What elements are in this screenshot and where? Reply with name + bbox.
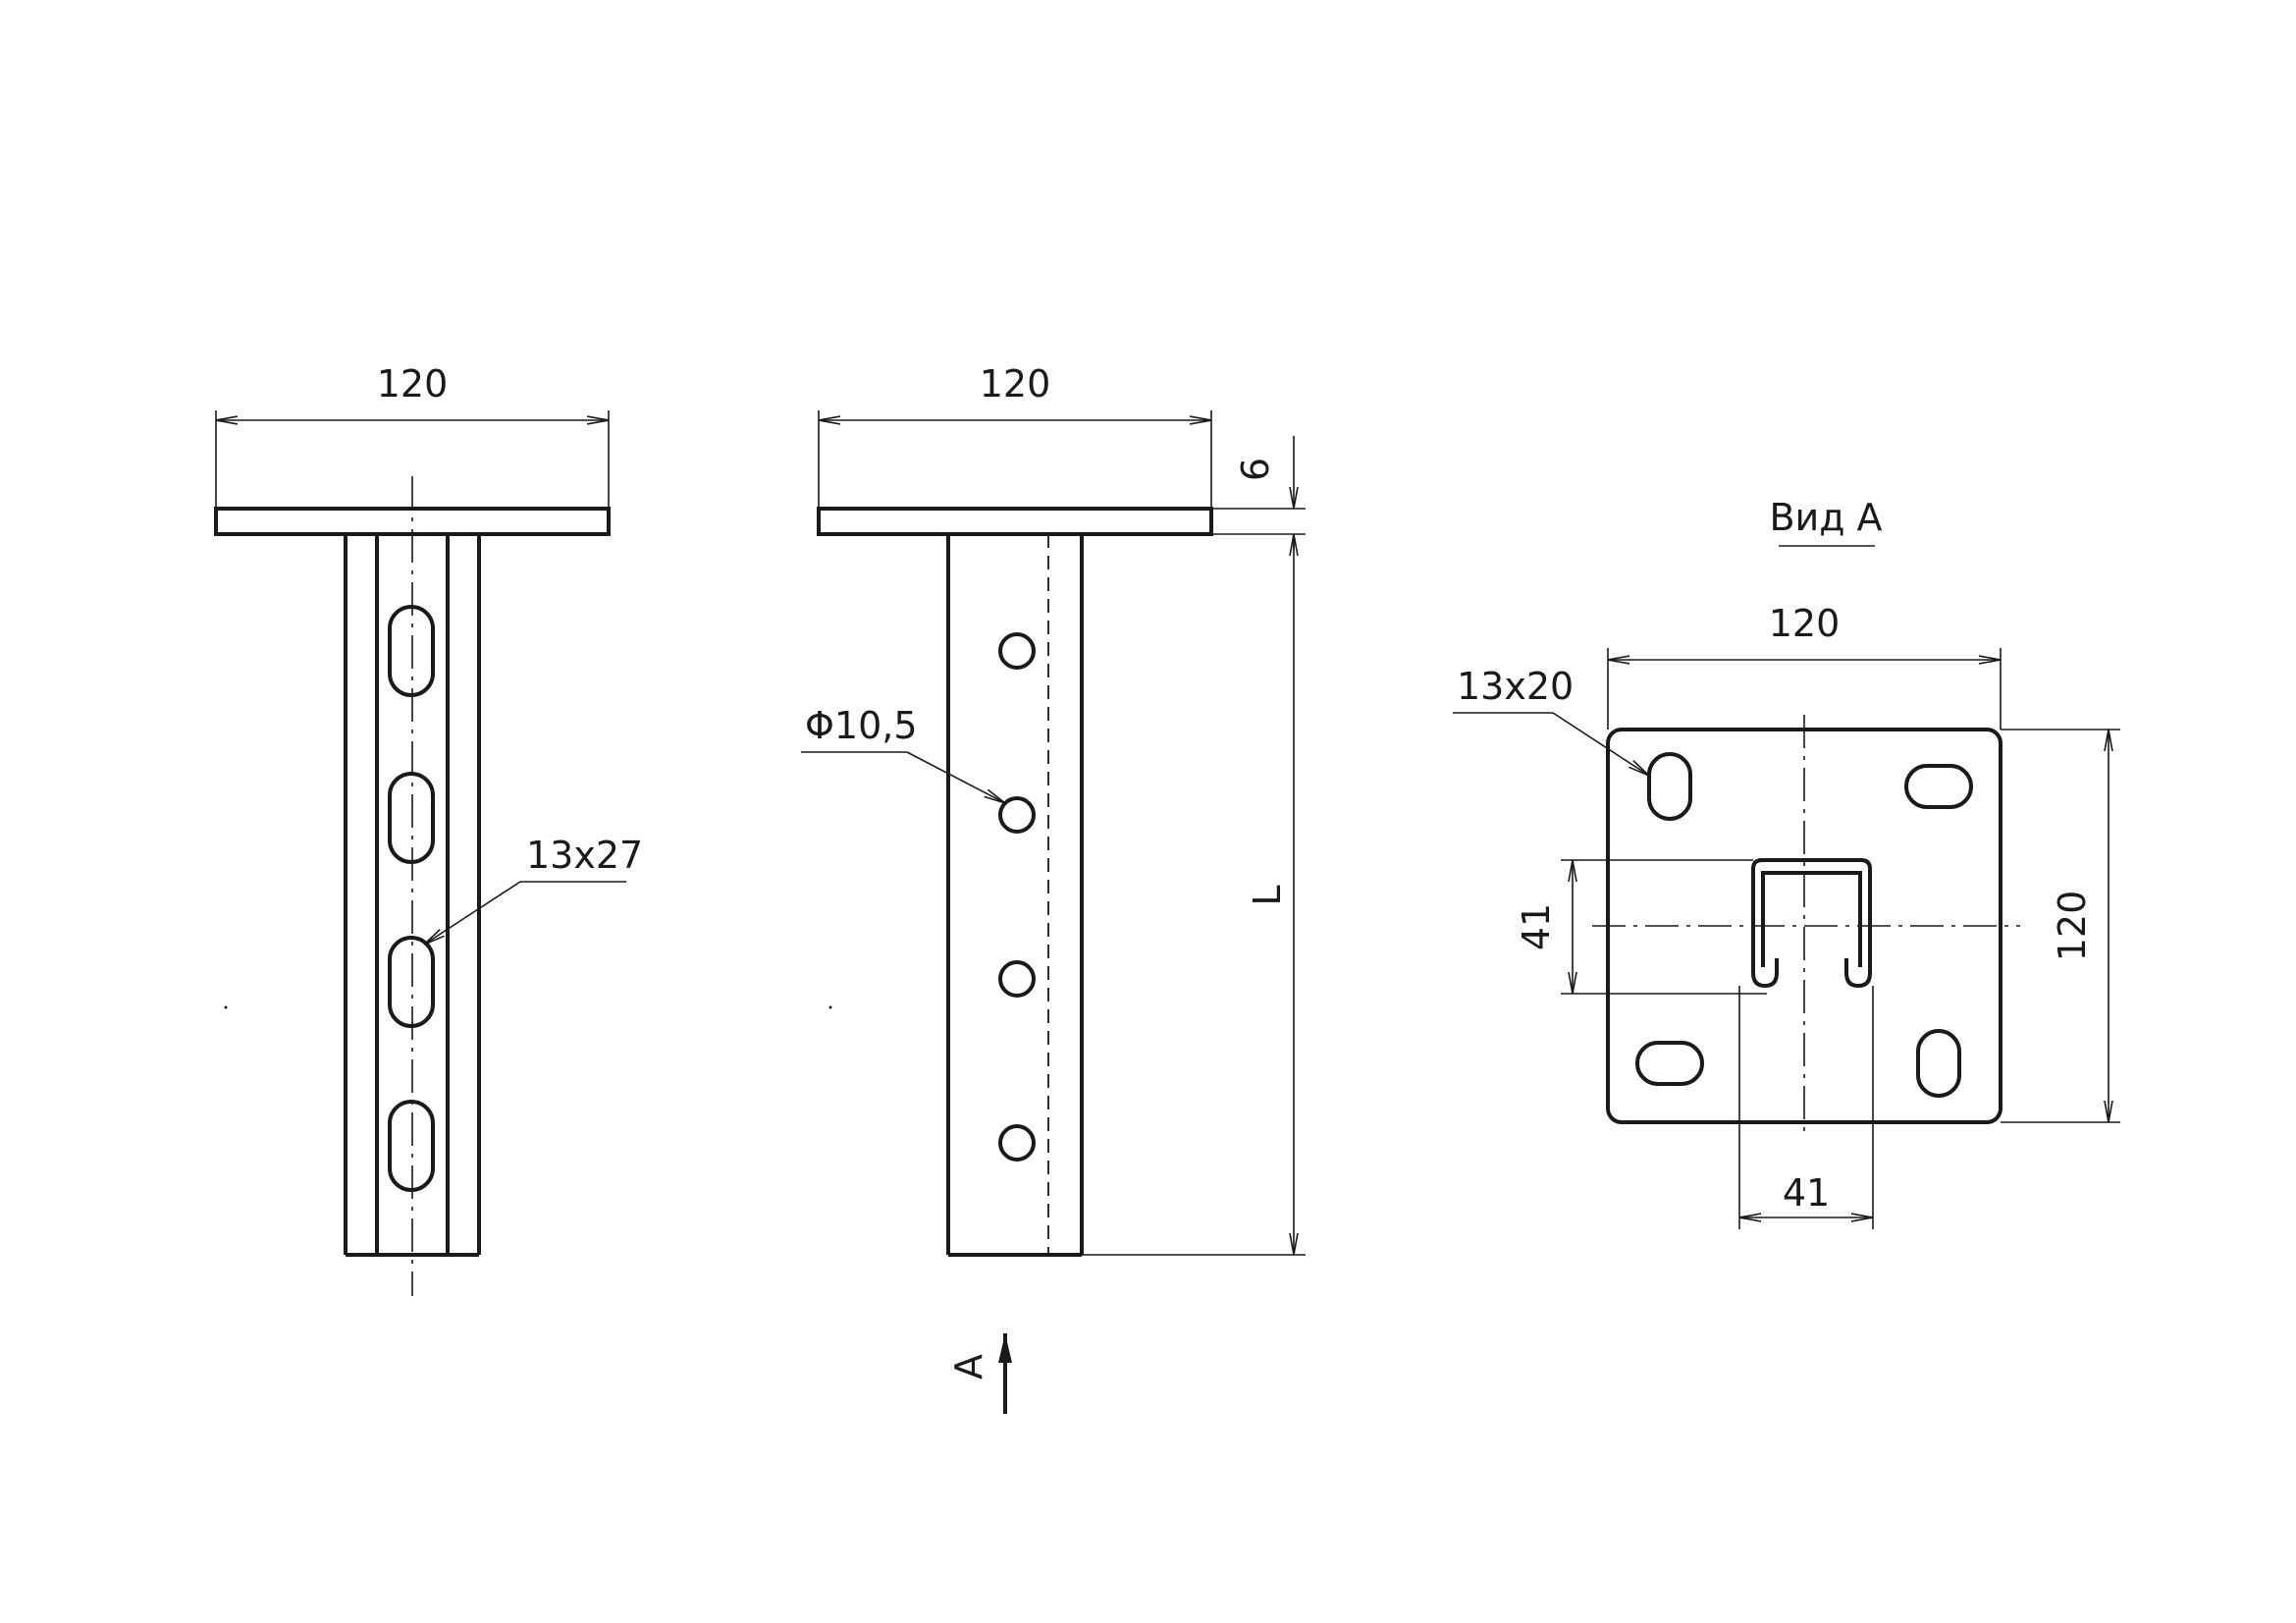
slot [1904,764,1973,809]
stray-dot [224,1005,228,1009]
side-channel [946,534,1084,1257]
side-view: 120 6 L Φ10,5 A [801,362,1306,1414]
profile-width-label: 41 [1783,1171,1830,1215]
view-a-height-label: 120 [2051,891,2094,962]
hole [998,796,1036,834]
front-width-dimension: 120 [215,362,610,509]
slot [388,936,435,1028]
hole [998,960,1036,998]
side-base-plate [817,507,1213,536]
stray-dot [828,1005,832,1009]
view-a-height-dimension: 120 [2001,729,2120,1123]
side-thickness-dimension: 6 [1211,436,1306,550]
profile-height-dimension: 41 [1515,859,1767,995]
view-a-slots [1635,752,1973,1098]
front-view: 120 13x27 [214,362,643,1296]
view-a-marker: A [947,1333,1012,1414]
front-base-plate [214,507,611,536]
side-length-dimension: L [1082,534,1306,1256]
slot [1635,1041,1704,1086]
front-slot-leader: 13x27 [424,834,643,945]
profile-width-dimension: 41 [1738,986,1874,1229]
slot [388,605,435,697]
view-marker-label: A [947,1354,990,1380]
slot [1647,752,1692,821]
side-hole-label: Φ10,5 [805,704,918,747]
view-a-width-dimension: 120 [1607,602,2002,730]
front-width-label: 120 [377,362,449,406]
slot [388,772,435,864]
side-length-label: L [1246,885,1289,905]
side-hole-leader: Φ10,5 [801,704,1005,803]
view-a-width-label: 120 [1769,602,1841,645]
side-thickness-label: 6 [1234,458,1277,481]
view-a-slot-leader: 13x20 [1453,665,1649,776]
front-slot-label: 13x27 [526,834,643,877]
side-width-label: 120 [980,362,1051,406]
side-width-dimension: 120 [818,362,1212,509]
side-holes [998,632,1036,1162]
hole [998,1124,1036,1162]
front-channel [344,534,481,1257]
slot [1916,1029,1961,1098]
view-a-slot-label: 13x20 [1457,665,1574,708]
profile-height-label: 41 [1515,903,1558,950]
hole [998,632,1036,670]
front-slots [388,605,435,1192]
profile-section [1751,858,1872,989]
view-a: Вид А 120 120 [1453,496,2120,1229]
view-a-title: Вид А [1769,496,1882,539]
slot [388,1100,435,1192]
